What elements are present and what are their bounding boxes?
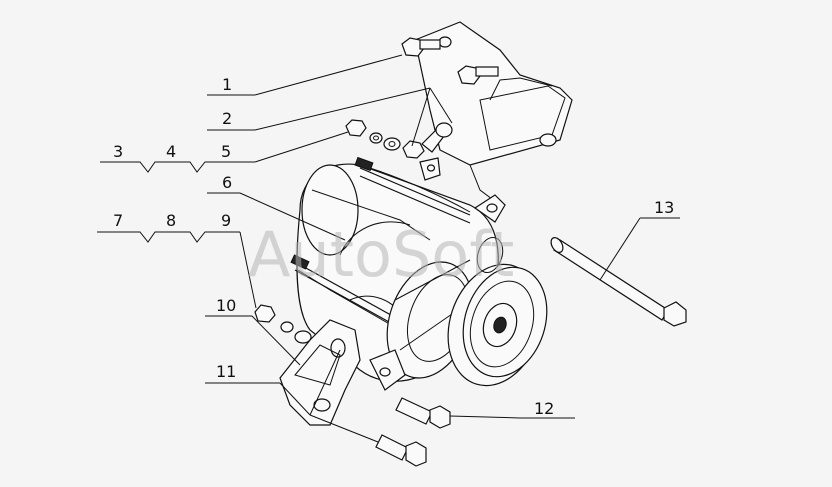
callout-10: 10 bbox=[216, 296, 236, 315]
callout-4: 4 bbox=[166, 142, 176, 161]
callout-5: 5 bbox=[221, 142, 231, 161]
lower-bracket bbox=[279, 319, 361, 426]
callout-3: 3 bbox=[113, 142, 123, 161]
callout-6: 6 bbox=[222, 173, 232, 192]
callout-12: 12 bbox=[534, 399, 554, 418]
callout-9: 9 bbox=[221, 211, 231, 230]
leader-lines bbox=[97, 54, 680, 443]
upper-mounting-bracket bbox=[414, 21, 573, 211]
nut-7 bbox=[254, 304, 276, 323]
bolt-12 bbox=[395, 397, 451, 429]
pulley bbox=[447, 236, 548, 387]
long-bolt-13 bbox=[550, 237, 687, 327]
callout-1: 1 bbox=[222, 75, 232, 94]
callout-13: 13 bbox=[654, 198, 674, 217]
watermark: AutoSoft bbox=[248, 218, 514, 291]
washer-9 bbox=[294, 330, 312, 344]
nut-3 bbox=[345, 119, 367, 137]
bolt-1 bbox=[401, 37, 441, 57]
callout-7: 7 bbox=[113, 211, 123, 230]
washer-4 bbox=[369, 132, 383, 144]
washer-5 bbox=[383, 137, 401, 151]
callout-2: 2 bbox=[222, 109, 232, 128]
callout-11: 11 bbox=[216, 362, 236, 381]
bolt-2 bbox=[402, 122, 453, 159]
washer-8 bbox=[280, 321, 294, 333]
bolt-1b bbox=[457, 65, 499, 85]
bolt-11 bbox=[375, 434, 427, 467]
callout-8: 8 bbox=[166, 211, 176, 230]
